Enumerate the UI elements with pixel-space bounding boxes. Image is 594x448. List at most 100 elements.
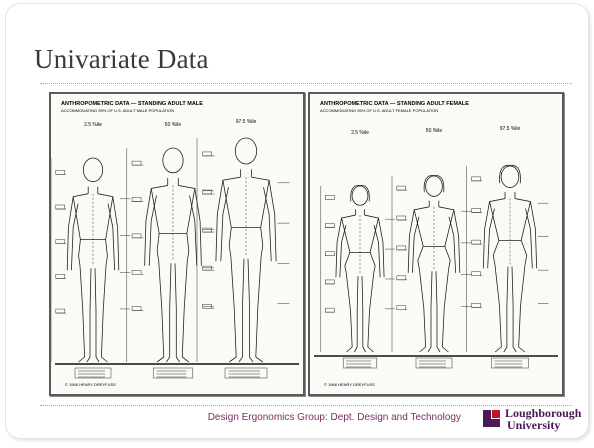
chart-subheading: ACCOMMODATING 95% OF U.S. ADULT FEMALE P…: [320, 108, 438, 113]
university-logo-icon: [483, 410, 500, 427]
percentile-label: 2.5 %ile: [351, 130, 369, 136]
percentile-label: 97.5 %ile: [236, 119, 257, 125]
university-logo: Loughborough University: [483, 406, 582, 432]
torso-left: [150, 185, 168, 262]
chart-subheading: ACCOMMODATING 95% OF U.S. ADULT MALE POP…: [61, 108, 174, 113]
left-arm: [482, 201, 495, 269]
right-arm: [107, 196, 120, 271]
dimension-box: [131, 270, 142, 275]
chart-heading: ANTHROPOMETRIC DATA — STANDING ADULT MAL…: [61, 101, 203, 107]
title-divider: [40, 83, 572, 84]
data-box: [491, 357, 529, 369]
head: [234, 137, 258, 165]
dimension-box: [55, 239, 66, 244]
head: [425, 175, 443, 197]
left-arm: [215, 180, 229, 262]
head: [82, 157, 104, 183]
dimension-box: [396, 185, 407, 191]
dimension-box: [325, 307, 335, 313]
percentile-label: 50 %ile: [165, 122, 182, 128]
male-anthropometric-chart: ANTHROPOMETRIC DATA — STANDING ADULT MAL…: [49, 92, 305, 396]
dimension-box: [325, 251, 335, 256]
right-leg: [174, 261, 190, 363]
dimension-box: [471, 239, 481, 245]
dimension-box: [471, 176, 481, 182]
dimension-box: [471, 303, 481, 308]
dimension-box: [396, 305, 407, 311]
left-leg: [345, 273, 359, 353]
slide: Univariate Data ANTHROPOMETRIC DATA — ST…: [6, 4, 588, 438]
torso-right: [251, 176, 270, 257]
right-arm: [373, 217, 385, 278]
dimension-box: [396, 215, 407, 221]
male-figure: [144, 147, 202, 363]
torso-left: [413, 206, 430, 270]
male-figure-drawing: ANTHROPOMETRIC DATA — STANDING ADULT MAL…: [51, 101, 299, 387]
female-figure-drawing: ANTHROPOMETRIC DATA — STANDING ADULT FEM…: [314, 101, 558, 387]
copyright: © 1966 HENRY DREYFUSS: [65, 382, 116, 387]
head: [162, 147, 184, 174]
dimension-box: [55, 308, 66, 314]
data-box: [342, 357, 378, 369]
dimension-box: [471, 271, 481, 276]
left-arm: [144, 188, 157, 266]
left-arm: [335, 217, 347, 278]
hair: [423, 175, 445, 193]
copyright: © 1966 HENRY DREYFUSS: [324, 382, 375, 387]
female-figure: [407, 175, 461, 353]
torso-right: [364, 214, 379, 275]
left-leg: [494, 264, 509, 353]
dimension-box: [202, 189, 212, 195]
dimension-box: [396, 245, 407, 251]
dimension-box: [131, 306, 142, 311]
female-figure: [482, 164, 538, 353]
torso-right: [514, 198, 531, 265]
right-arm: [263, 180, 277, 262]
dimension-box: [471, 208, 481, 213]
left-leg: [419, 269, 433, 353]
dimension-lines: [126, 148, 214, 379]
logo-line-2: University: [507, 418, 561, 432]
percentile-label: 2.5 %ile: [84, 122, 102, 128]
dimension-box: [202, 303, 212, 309]
right-leg: [361, 273, 375, 353]
dimension-box: [325, 223, 335, 228]
dimension-box: [131, 233, 142, 239]
left-arm: [66, 196, 79, 271]
torso-left: [222, 176, 241, 257]
torso-right: [438, 206, 455, 270]
dimension-lines: [391, 176, 472, 369]
dimension-box: [131, 160, 142, 166]
right-leg: [511, 264, 526, 353]
dimension-box: [55, 274, 66, 279]
dimension-box: [202, 151, 212, 157]
dimension-box: [396, 275, 407, 281]
data-box: [415, 357, 453, 369]
dimension-lines: [196, 138, 290, 379]
footer-text: Design Ergonomics Group: Dept. Design an…: [207, 412, 461, 423]
slide-title: Univariate Data: [34, 44, 209, 74]
right-arm: [448, 209, 461, 273]
footer-divider: [40, 405, 572, 406]
percentile-label: 50 %ile: [426, 128, 443, 134]
dimension-box: [325, 195, 335, 200]
male-figure: [66, 157, 120, 363]
dimension-box: [325, 279, 335, 285]
head: [500, 165, 520, 188]
left-leg: [78, 266, 92, 363]
torso-left: [341, 214, 356, 275]
dimension-box: [202, 265, 212, 271]
left-arm: [407, 209, 420, 273]
dimension-box: [55, 170, 66, 175]
logo-line-1: Loughborough: [505, 406, 582, 420]
torso-left: [489, 198, 506, 265]
right-leg: [94, 266, 108, 363]
right-leg: [435, 269, 449, 353]
data-box: [74, 367, 112, 379]
torso-right: [97, 193, 114, 267]
male-figure: [215, 137, 277, 363]
right-arm: [525, 201, 538, 269]
left-leg: [156, 261, 172, 363]
hair: [350, 185, 370, 202]
left-leg: [228, 256, 245, 363]
